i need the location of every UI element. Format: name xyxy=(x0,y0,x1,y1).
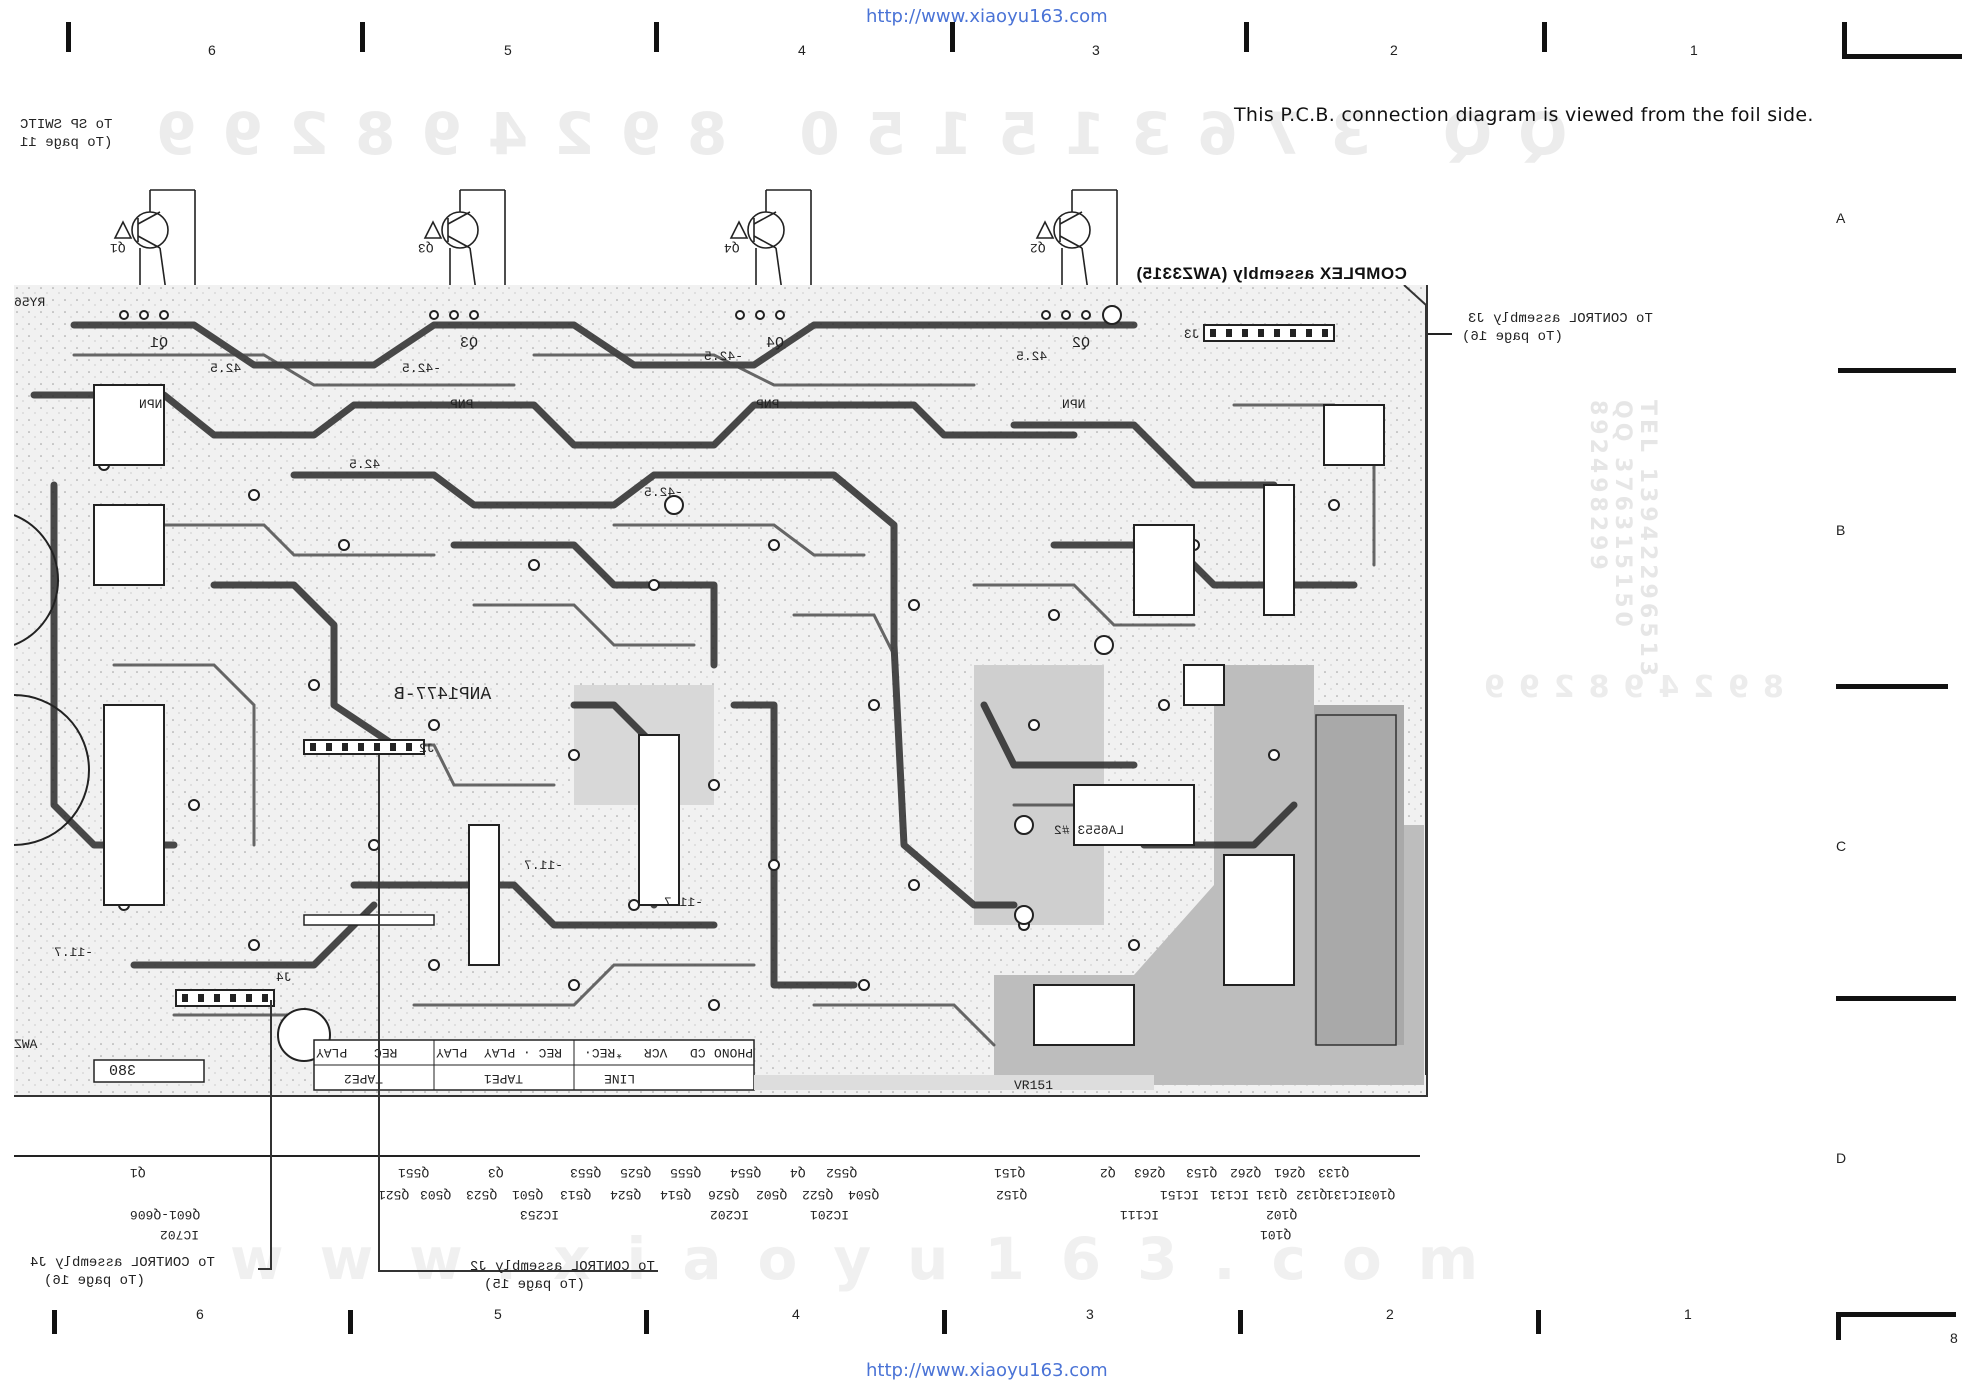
j2-label: J2 xyxy=(419,741,435,756)
zone-bottom-2: 2 xyxy=(1386,1306,1394,1322)
board-stamp: AWZ xyxy=(14,1037,38,1052)
pcb-board: ANP1477-B 380 AWZ J3 J2 J4 RY56 LA6553 #… xyxy=(13,284,1428,1097)
sp-switch-note: To SP SWITC (To page 11 xyxy=(20,117,113,151)
assembly-title: COMPLEX assembly (AWZ3315) xyxy=(1136,264,1407,283)
zone-bottom-6: 6 xyxy=(196,1306,204,1322)
sel-phono: PHONO xyxy=(714,1045,754,1060)
board-code: ANP1477-B xyxy=(394,685,492,705)
j3-label: J3 xyxy=(1184,327,1200,342)
zone-bottom-3: 3 xyxy=(1086,1306,1094,1322)
sel-rec-play: REC · PLAY xyxy=(484,1045,563,1060)
watermark-url-top: http://www.xiaoyu163.com xyxy=(866,6,1108,27)
zone-bottom-4: 4 xyxy=(792,1306,800,1322)
board-q4-voltage: -42.5 xyxy=(704,349,744,364)
board-q2: Q2 xyxy=(1072,335,1091,352)
j4-connector-note: To CONTROL assembly J4 (To page 16) xyxy=(30,1255,215,1289)
sel-group-line: LINE xyxy=(604,1071,636,1086)
board-q3-type: PNP xyxy=(450,397,474,412)
voltage-a: -11.7 xyxy=(54,945,94,960)
board-q4-type: PNP xyxy=(756,397,780,412)
board-q2-voltage: 42.5 xyxy=(1016,349,1048,364)
q1-ref: Q1 xyxy=(110,240,126,255)
zone-right-a: A xyxy=(1836,210,1846,226)
zone-top-1: 1 xyxy=(1690,42,1698,58)
board-q2-type: NPN xyxy=(1062,397,1086,412)
zone-top-5: 5 xyxy=(504,42,512,58)
board-q1-voltage: 42.5 xyxy=(210,361,242,376)
page-corner-number: 8 xyxy=(1950,1330,1958,1346)
voltage-d: 42.5 xyxy=(349,457,381,472)
ry-label: RY56 xyxy=(14,295,46,310)
voltage-e: -42.5 xyxy=(644,485,684,500)
board-q3-voltage: -42.5 xyxy=(402,361,442,376)
q3-ref: Q3 xyxy=(418,240,434,255)
zone-top-2: 2 xyxy=(1390,42,1398,58)
zone-right-b: B xyxy=(1836,522,1846,538)
zone-bottom-1: 1 xyxy=(1684,1306,1692,1322)
pcb-traces xyxy=(13,284,1427,1095)
sel-rec-star: *REC· xyxy=(584,1045,624,1060)
sel-vcr: VCR xyxy=(644,1045,668,1060)
reference-divider xyxy=(14,1155,1420,1157)
zone-top-6: 6 xyxy=(208,42,216,58)
board-q4: Q4 xyxy=(766,335,785,352)
board-q1: Q1 xyxy=(150,335,169,352)
j4-label: J4 xyxy=(276,970,292,985)
zone-right-c: C xyxy=(1836,838,1847,854)
sel-group-tape1: TAPE1 xyxy=(484,1071,524,1086)
zone-top-4: 4 xyxy=(798,42,806,58)
j2-connector-note: To CONTROL assembly J2 (To page 15) xyxy=(470,1259,655,1293)
sel-play-1: PLAY xyxy=(316,1045,348,1060)
zone-top-3: 3 xyxy=(1092,42,1100,58)
voltage-b: -11.7 xyxy=(524,858,564,873)
bottom-watermark: www.xiaoyu163.com xyxy=(230,1225,1515,1293)
side-tel-watermark: TEL 13942296513 QQ 376315150 892498299 xyxy=(1585,400,1660,681)
zone-bottom-5: 5 xyxy=(494,1306,502,1322)
sel-cd: CD xyxy=(690,1045,706,1060)
board-q3: Q3 xyxy=(460,335,479,352)
j3-connector-note: To CONTROL assembly J3 (To page 16) xyxy=(1462,311,1653,345)
vr151-label: VR151 xyxy=(1014,1078,1054,1093)
q2-ref: Q2 xyxy=(1030,240,1046,255)
board-number: 380 xyxy=(109,1063,137,1080)
foil-side-note: This P.C.B. connection diagram is viewed… xyxy=(1234,104,1814,126)
board-q1-type: NPN xyxy=(139,397,163,412)
zone-right-d: D xyxy=(1836,1150,1847,1166)
reference-rows: Q1 Q551 Q3 Q553 Q525 Q555 Q554 Q4 Q552 Q… xyxy=(130,1165,1396,1242)
q4-ref: Q4 xyxy=(724,240,740,255)
voltage-c: -11.7 xyxy=(664,895,704,910)
sel-play-2: PLAY xyxy=(436,1045,468,1060)
watermark-url-bottom: http://www.xiaoyu163.com xyxy=(866,1360,1108,1381)
ic-la6553-label: LA6553 #2 xyxy=(1054,823,1125,838)
